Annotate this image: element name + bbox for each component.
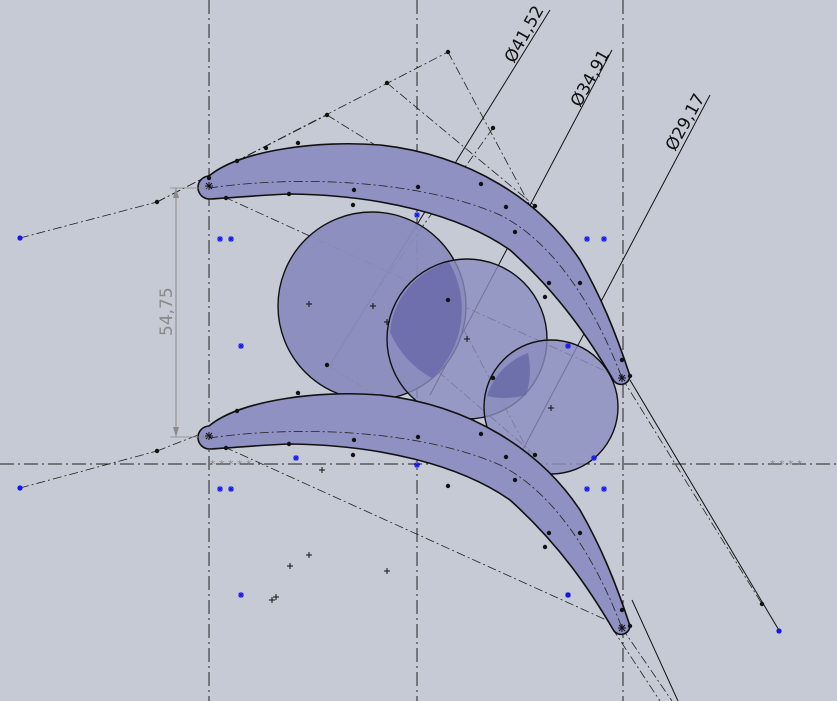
diameter-labels[interactable]: Ø41,52 Ø34,91 Ø29,17 <box>501 2 710 154</box>
blue-asterisk-icon <box>217 212 607 598</box>
pitch-dimension[interactable]: 54,75 <box>157 187 209 438</box>
diameter-label-2: Ø34,91 <box>567 46 615 110</box>
svg-text:* * * *: * * * * <box>770 458 803 471</box>
pitch-dimension-label: 54,75 <box>157 287 177 336</box>
cross-marker-icon <box>205 182 626 632</box>
lower-blade[interactable] <box>197 392 631 636</box>
control-points <box>154 49 765 629</box>
svg-text:* * * * *: * * * * * <box>210 458 252 471</box>
vertical-centerlines <box>208 0 624 701</box>
camber-lines <box>208 181 623 629</box>
axis-asterisks: * * * * * * * * * <box>210 458 803 471</box>
diameter-label-3: Ø29,17 <box>662 90 710 154</box>
diameter-label-1: Ø41,52 <box>501 2 549 66</box>
blue-point-icon <box>17 235 782 634</box>
upper-blade[interactable] <box>197 142 631 386</box>
circle-overlaps <box>390 262 530 398</box>
